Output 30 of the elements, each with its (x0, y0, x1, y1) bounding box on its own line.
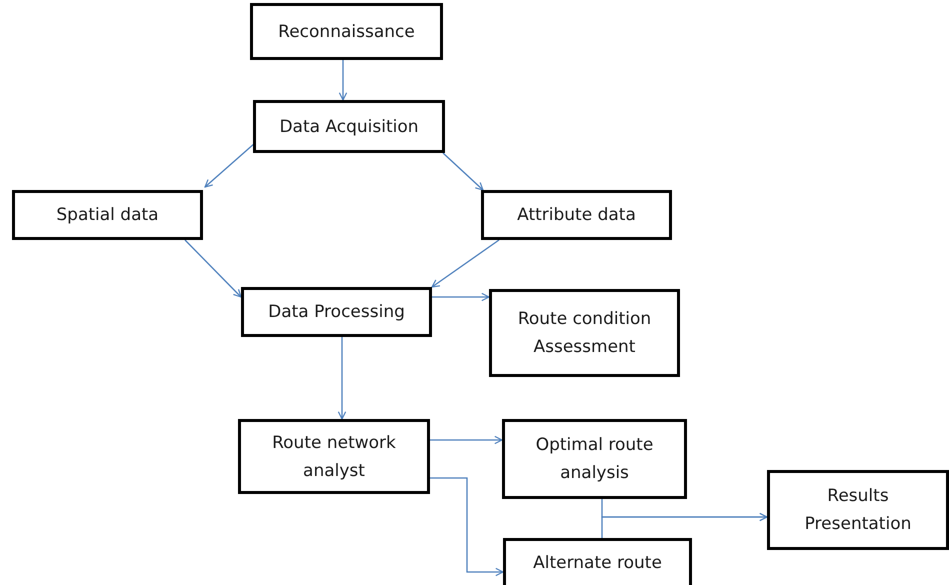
arrow (338, 60, 348, 101)
box-label: Alternate route (533, 552, 662, 575)
arrow (338, 337, 346, 420)
process-box (238, 419, 430, 494)
arrow (442, 152, 484, 191)
process-box (12, 190, 203, 240)
process-box (481, 190, 672, 240)
arrow (184, 240, 242, 298)
process-box (767, 470, 949, 550)
process-box (241, 287, 432, 337)
process-box (489, 289, 680, 377)
process-box (502, 419, 687, 499)
arrow (430, 436, 503, 444)
process-box (250, 3, 443, 60)
box-label: Data Acquisition (279, 116, 419, 138)
box-label: Data Processing (268, 301, 405, 324)
process-box (503, 538, 692, 585)
box-label: Reconnaissance (278, 20, 415, 44)
box-label: Spatial data (56, 204, 159, 227)
box-label: Route condition Assessment (516, 308, 652, 359)
arrow (431, 239, 500, 288)
box-label: Route network analyst (271, 432, 397, 482)
arrow (430, 477, 504, 576)
arrow (204, 142, 256, 188)
box-label: Results Presentation (804, 485, 912, 536)
process-box (253, 100, 445, 153)
arrow (432, 292, 490, 302)
arrow (601, 512, 768, 538)
box-label: Optimal route analysis (534, 434, 654, 485)
box-label: Attribute data (517, 204, 636, 227)
